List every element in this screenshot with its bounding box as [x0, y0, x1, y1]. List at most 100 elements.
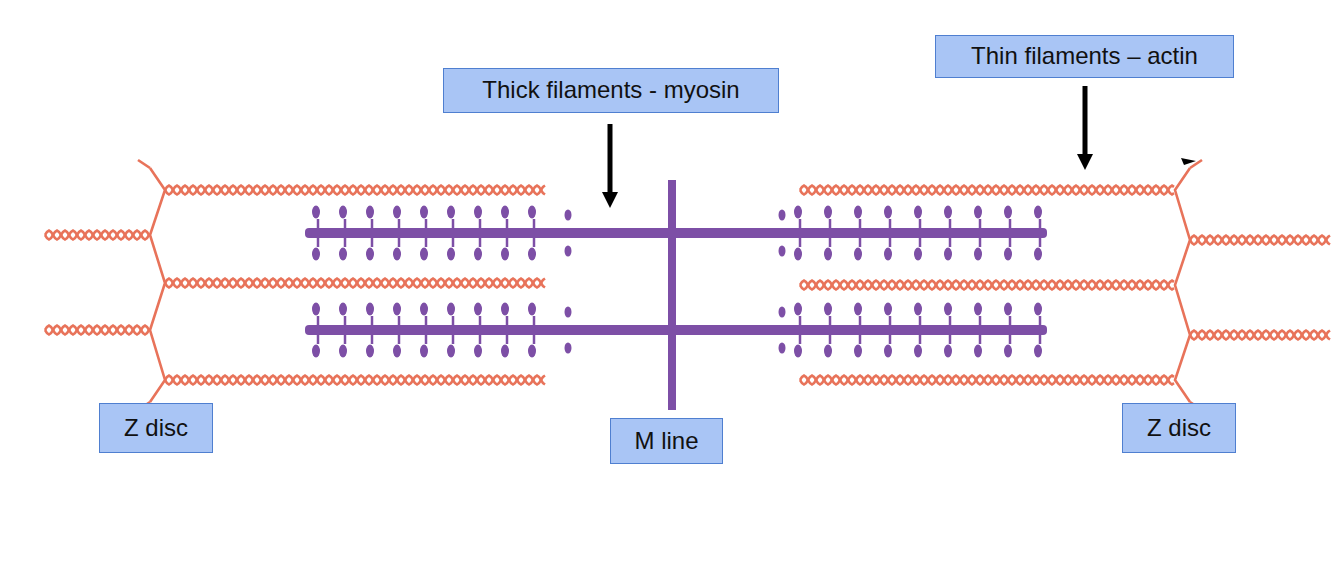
actin-strand [800, 376, 1174, 385]
myosin-neck [919, 335, 922, 344]
myosin-neck [889, 335, 892, 344]
myosin-head [339, 303, 347, 316]
myosin-neck [829, 238, 832, 247]
myosin-neck [317, 335, 320, 344]
myosin-neck [1039, 238, 1042, 247]
myosin-head [565, 210, 572, 221]
myosin-neck [919, 316, 922, 325]
myosin-head [779, 246, 786, 257]
label-text: Z disc [1147, 414, 1211, 443]
myosin-head [854, 303, 862, 316]
myosin-head [794, 303, 802, 316]
myosin-head [393, 206, 401, 219]
myosin-head [447, 206, 455, 219]
myosin-head [366, 248, 374, 261]
z-disc-line [1175, 168, 1190, 402]
myosin-head [824, 248, 832, 261]
label-box: Thin filaments – actin [935, 35, 1234, 78]
myosin-neck [949, 238, 952, 247]
myosin-neck [506, 316, 509, 325]
leader-arrow [608, 124, 613, 200]
myosin-neck [949, 335, 952, 344]
myosin-head [914, 206, 922, 219]
myosin-head [779, 343, 786, 354]
myosin-head [565, 307, 572, 318]
myosin-neck [889, 238, 892, 247]
myosin-head [312, 248, 320, 261]
myosin-head [1004, 248, 1012, 261]
myosin-head [824, 345, 832, 358]
myosin-neck [479, 335, 482, 344]
myosin-head [420, 303, 428, 316]
myosin-neck [949, 316, 952, 325]
myosin-head [1034, 303, 1042, 316]
myosin-head [944, 206, 952, 219]
myosin-neck [317, 316, 320, 325]
myosin-neck [979, 238, 982, 247]
myosin-head [794, 345, 802, 358]
actin-strand [800, 281, 1174, 290]
myosin-neck [452, 238, 455, 247]
myosin-head [528, 206, 536, 219]
myosin-head [447, 345, 455, 358]
myosin-neck [979, 219, 982, 228]
myosin-head [854, 206, 862, 219]
actin-strand [165, 376, 545, 385]
actin-strand [165, 186, 545, 195]
myosin-head [474, 206, 482, 219]
myosin-neck [452, 335, 455, 344]
myosin-neck [799, 316, 802, 325]
myosin-neck [859, 238, 862, 247]
label-text: Thin filaments – actin [971, 42, 1198, 71]
myosin-neck [1009, 219, 1012, 228]
myosin-neck [344, 335, 347, 344]
myosin-head [565, 246, 572, 257]
myosin-neck [344, 238, 347, 247]
myosin-neck [371, 335, 374, 344]
myosin-neck [799, 238, 802, 247]
myosin-head [393, 303, 401, 316]
myosin-head [914, 345, 922, 358]
myosin-neck [425, 219, 428, 228]
actin-strand [800, 281, 1174, 290]
label-box: Thick filaments - myosin [443, 68, 779, 113]
myosin-neck [859, 219, 862, 228]
myosin-head [1034, 206, 1042, 219]
myosin-head [528, 303, 536, 316]
myosin-neck [398, 219, 401, 228]
myosin-head [474, 303, 482, 316]
myosin-head [944, 345, 952, 358]
actin-strand [45, 326, 149, 335]
myosin-neck [398, 335, 401, 344]
myosin-neck [859, 316, 862, 325]
m-line [668, 180, 676, 410]
myosin-neck [479, 219, 482, 228]
actin-strand [45, 231, 149, 240]
myosin-head [501, 303, 509, 316]
myosin-neck [1009, 238, 1012, 247]
actin-strand [800, 376, 1174, 385]
myosin-head [312, 345, 320, 358]
myosin-head [339, 248, 347, 261]
actin-strand [165, 279, 545, 288]
actin-strand [165, 186, 545, 195]
z-disc-twig [138, 160, 150, 168]
myosin-neck [398, 316, 401, 325]
myosin-head [501, 206, 509, 219]
myosin-head [447, 248, 455, 261]
myosin-neck [1009, 316, 1012, 325]
myosin-head [974, 303, 982, 316]
myosin-head [1004, 303, 1012, 316]
myosin-head [854, 248, 862, 261]
myosin-head [854, 345, 862, 358]
myosin-head [944, 248, 952, 261]
myosin-head [794, 206, 802, 219]
myosin-head [393, 248, 401, 261]
z-disc-line [150, 168, 165, 402]
myosin-head [974, 206, 982, 219]
myosin-head [339, 345, 347, 358]
myosin-head [312, 206, 320, 219]
myosin-neck [1009, 335, 1012, 344]
myosin-head [447, 303, 455, 316]
